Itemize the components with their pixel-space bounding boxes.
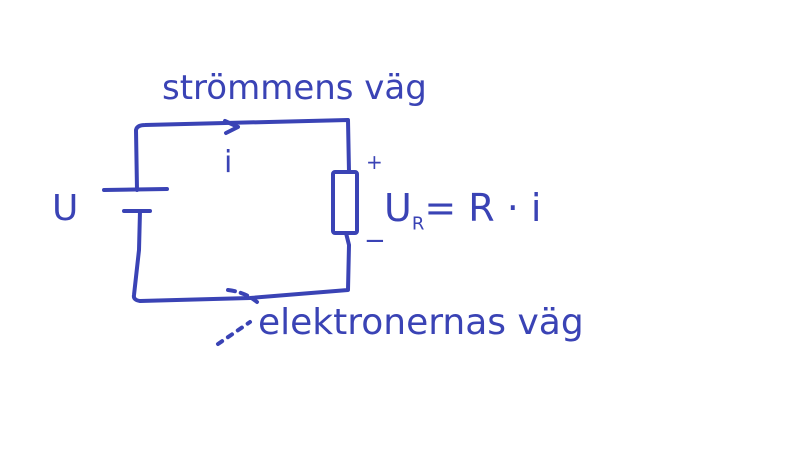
ohms-law-u: U (384, 186, 412, 230)
electron-path-label: elektronernas väg (258, 302, 584, 343)
current-arrow (223, 119, 240, 135)
electron-dashes-bottom (216, 320, 252, 346)
ohms-law-rest: = R · i (424, 186, 542, 230)
minus-sign: − (364, 226, 386, 256)
resistor (331, 170, 359, 235)
current-label: i (224, 145, 233, 180)
electron-dashes-top (226, 288, 259, 304)
top-wire (134, 118, 351, 192)
ohms-law-subscript: R (411, 213, 425, 235)
ohms-law: UR= R · i (384, 186, 541, 235)
left-bottom-wire (131, 209, 351, 303)
current-path-label: strömmens väg (162, 68, 427, 108)
battery-long-plate (102, 187, 169, 192)
voltage-source-label: U (52, 188, 79, 229)
plus-sign: + (366, 150, 383, 174)
